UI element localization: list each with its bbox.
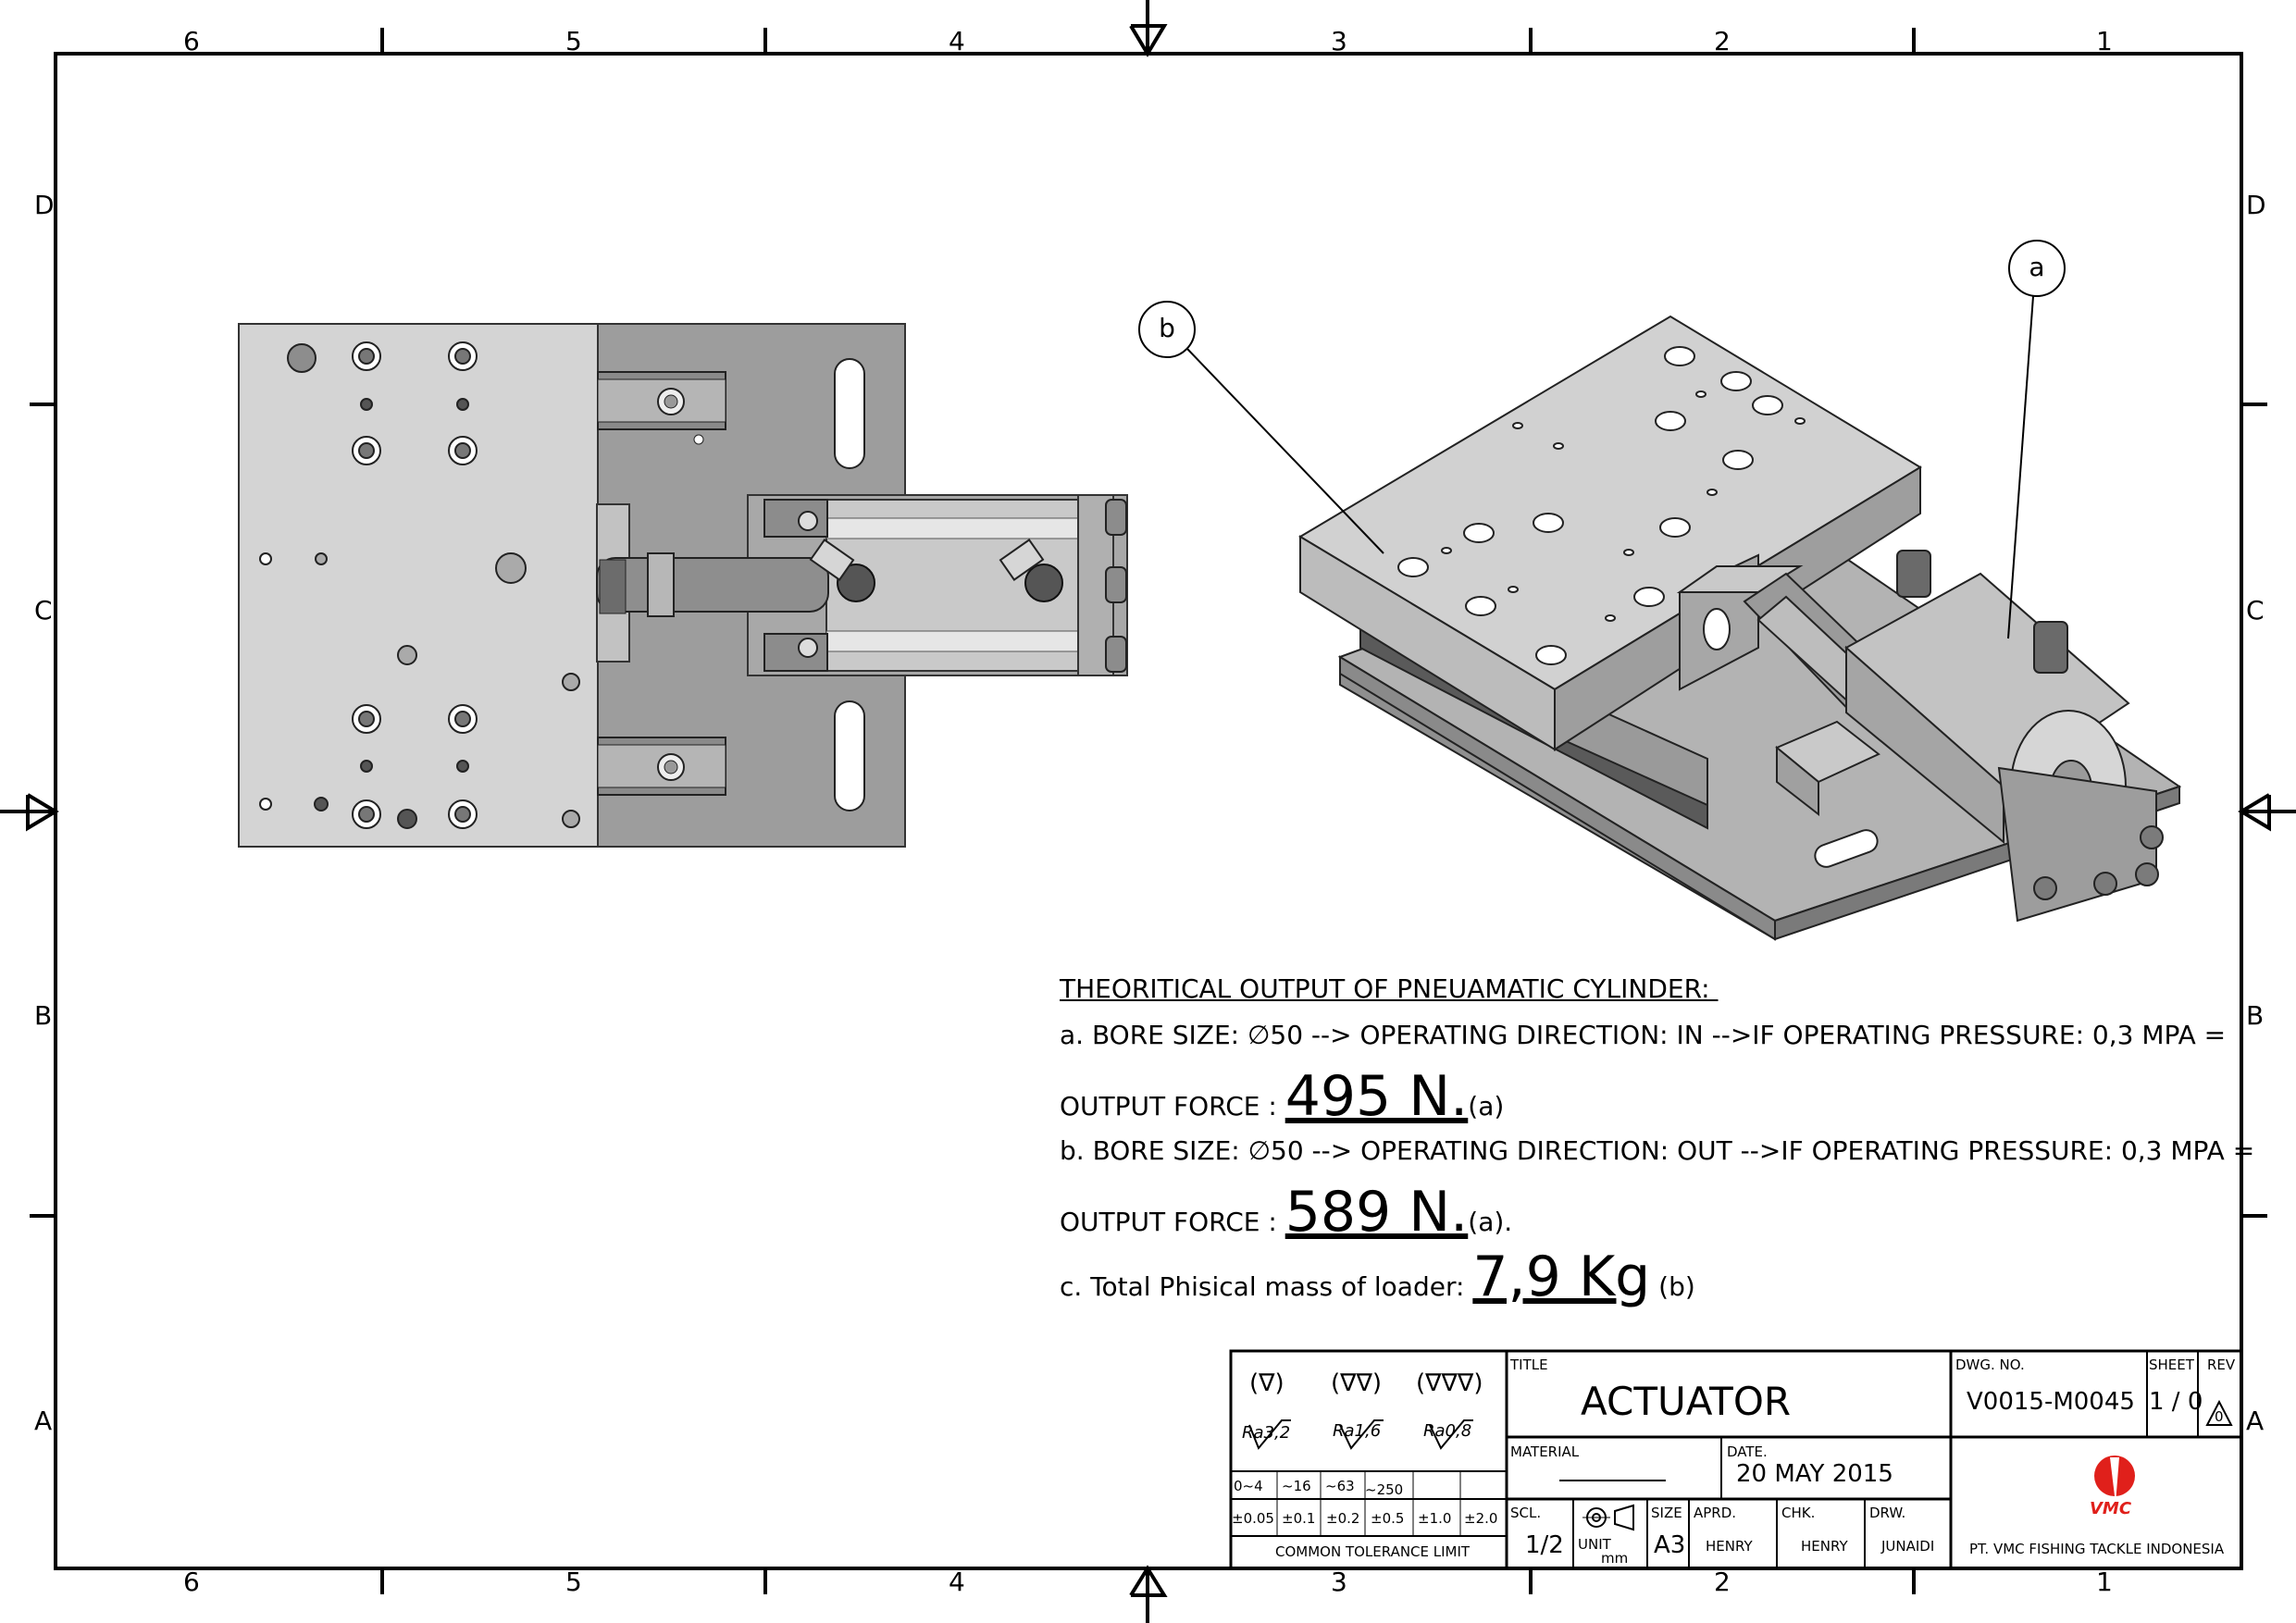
dwg-no: V0015-M0045 bbox=[1967, 1388, 2135, 1416]
note-line-b: b. BORE SIZE: ∅50 --> OPERATING DIRECTIO… bbox=[1060, 1135, 2255, 1166]
notes-heading: THEORITICAL OUTPUT OF PNEUAMATIC CYLINDE… bbox=[1060, 973, 1719, 1004]
zone-label-left-c: C bbox=[34, 595, 53, 626]
note-mass: c. Total Phisical mass of loader: 7,9 Kg… bbox=[1060, 1249, 1695, 1305]
surface-symbol-3: (∇∇∇) bbox=[1416, 1369, 1483, 1397]
zone-label-left-a: A bbox=[34, 1406, 53, 1436]
scale-label: SCL. bbox=[1510, 1505, 1542, 1521]
checked-by: HENRY bbox=[1801, 1538, 1848, 1555]
logo-text: VMC bbox=[2090, 1499, 2132, 1518]
force-label-2: OUTPUT FORCE : bbox=[1060, 1207, 1285, 1237]
unit-label: UNIT bbox=[1578, 1536, 1611, 1553]
zone-label-top-3: 3 bbox=[1331, 26, 1347, 56]
date-value: 20 MAY 2015 bbox=[1736, 1460, 1893, 1488]
tolerance-value-1: ±0.05 bbox=[1232, 1510, 1274, 1527]
approved-by: HENRY bbox=[1706, 1538, 1753, 1555]
note-force-1: OUTPUT FORCE : 495 N.(a) bbox=[1060, 1069, 1504, 1124]
zone-label-left-d: D bbox=[34, 190, 55, 220]
sheet-number: 1 / 0 bbox=[2149, 1388, 2203, 1416]
zone-ticks bbox=[30, 28, 2267, 1594]
note-line-a: a. BORE SIZE: ∅50 --> OPERATING DIRECTIO… bbox=[1060, 1020, 2227, 1050]
drawn-by: JUNAIDI bbox=[1881, 1538, 1935, 1555]
roughness-1: Ra3,2 bbox=[1242, 1423, 1291, 1443]
tolerance-range-2: ~16 bbox=[1282, 1478, 1311, 1494]
zone-label-top-4: 4 bbox=[949, 26, 965, 56]
force-ref-2: (a). bbox=[1468, 1207, 1513, 1237]
tolerance-value-6: ±2.0 bbox=[1464, 1510, 1498, 1527]
zone-label-bottom-6: 6 bbox=[183, 1567, 200, 1597]
checked-label: CHK. bbox=[1781, 1505, 1816, 1521]
rev-number: 0 bbox=[2215, 1408, 2224, 1425]
mass-label: c. Total Phisical mass of loader: bbox=[1060, 1271, 1465, 1302]
callout-b-circle bbox=[1138, 301, 1196, 358]
zone-label-left-b: B bbox=[34, 1000, 53, 1031]
zone-label-bottom-1: 1 bbox=[2096, 1567, 2113, 1597]
force-value-1: 495 N. bbox=[1285, 1064, 1469, 1129]
company-logo bbox=[2094, 1456, 2135, 1504]
unit-value: mm bbox=[1601, 1550, 1629, 1567]
zone-label-top-1: 1 bbox=[2096, 26, 2113, 56]
zone-label-right-a: A bbox=[2246, 1406, 2265, 1436]
callout-b-label: b bbox=[1159, 313, 1175, 343]
scale-value: 1/2 bbox=[1525, 1531, 1564, 1559]
zone-label-right-d: D bbox=[2246, 190, 2266, 220]
mass-ref: (b) bbox=[1658, 1271, 1695, 1302]
drawing-title: ACTUATOR bbox=[1581, 1379, 1792, 1424]
size-label: SIZE bbox=[1651, 1505, 1682, 1521]
force-label-1: OUTPUT FORCE : bbox=[1060, 1091, 1285, 1121]
zone-label-right-b: B bbox=[2246, 1000, 2265, 1031]
material-label: MATERIAL bbox=[1510, 1443, 1580, 1460]
roughness-2: Ra1,6 bbox=[1333, 1421, 1382, 1441]
zone-label-right-c: C bbox=[2246, 595, 2265, 626]
isometric-view bbox=[1298, 315, 2182, 941]
tolerance-range-1: 0~4 bbox=[1234, 1478, 1263, 1494]
mass-value: 7,9 Kg bbox=[1472, 1245, 1651, 1309]
approved-label: APRD. bbox=[1694, 1505, 1737, 1521]
zone-label-bottom-5: 5 bbox=[565, 1567, 582, 1597]
zone-label-top-6: 6 bbox=[183, 26, 200, 56]
title-block-lines bbox=[1229, 1349, 2243, 1570]
callout-leaders bbox=[1138, 240, 2066, 639]
drawn-label: DRW. bbox=[1869, 1505, 1906, 1521]
date-label: DATE. bbox=[1727, 1443, 1768, 1460]
sheet-label: SHEET bbox=[2149, 1357, 2194, 1373]
surface-symbol-2: (∇∇) bbox=[1331, 1369, 1383, 1397]
callout-a-circle bbox=[2008, 240, 2066, 297]
zone-label-top-5: 5 bbox=[565, 26, 582, 56]
title-label: TITLE bbox=[1510, 1357, 1548, 1373]
zone-label-bottom-4: 4 bbox=[949, 1567, 965, 1597]
tolerance-range-3: ~63 bbox=[1325, 1478, 1355, 1494]
company-name: PT. VMC FISHING TACKLE INDONESIA bbox=[1969, 1541, 2225, 1557]
tolerance-value-2: ±0.1 bbox=[1282, 1510, 1316, 1527]
dwg-no-label: DWG. NO. bbox=[1955, 1357, 2025, 1373]
force-value-2: 589 N. bbox=[1285, 1180, 1469, 1245]
force-ref-1: (a) bbox=[1468, 1091, 1505, 1121]
size-value: A3 bbox=[1654, 1531, 1686, 1559]
tolerance-range-4: ~250 bbox=[1365, 1481, 1404, 1498]
top-view bbox=[238, 323, 1128, 848]
tolerance-caption: COMMON TOLERANCE LIMIT bbox=[1275, 1543, 1471, 1560]
surface-symbol-1: (∇) bbox=[1249, 1369, 1285, 1397]
note-force-2: OUTPUT FORCE : 589 N.(a). bbox=[1060, 1184, 1512, 1240]
roughness-3: Ra0,8 bbox=[1423, 1421, 1472, 1441]
tolerance-value-4: ±0.5 bbox=[1371, 1510, 1405, 1527]
zone-label-top-2: 2 bbox=[1714, 26, 1731, 56]
tolerance-value-3: ±0.2 bbox=[1326, 1510, 1360, 1527]
callout-a-label: a bbox=[2029, 252, 2045, 282]
tolerance-value-5: ±1.0 bbox=[1418, 1510, 1452, 1527]
zone-label-bottom-2: 2 bbox=[1714, 1567, 1731, 1597]
zone-label-bottom-3: 3 bbox=[1331, 1567, 1347, 1597]
rev-label: REV bbox=[2207, 1357, 2236, 1373]
